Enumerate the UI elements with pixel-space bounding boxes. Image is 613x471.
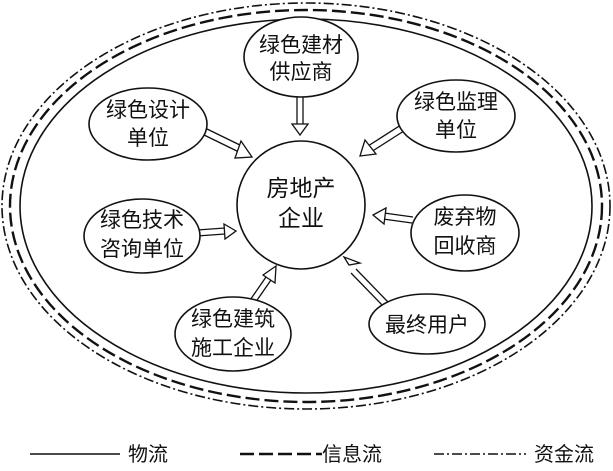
- node-construction: 绿色建筑 施工企业: [174, 296, 292, 372]
- arrow-recycling-to-center: [371, 206, 414, 226]
- node-recycling-line2: 回收商: [434, 234, 497, 258]
- center-node: 房地产 企业: [236, 140, 366, 270]
- node-construction-line1: 绿色建筑: [191, 307, 275, 331]
- node-design: 绿色设计 单位: [88, 87, 208, 161]
- node-supervision: 绿色监理 单位: [396, 79, 516, 153]
- node-supervision-line1: 绿色监理: [414, 90, 498, 114]
- center-label-line1: 房地产: [267, 176, 336, 202]
- legend: 物流 信息流 资金流: [30, 442, 594, 466]
- outer-boundary-dashdot: [1, 2, 611, 410]
- node-supplier-line1: 绿色建材: [259, 33, 343, 57]
- legend-label-logistics: 物流: [128, 442, 168, 466]
- arrow-consulting-to-center: [196, 222, 238, 241]
- node-design-line1: 绿色设计: [106, 98, 190, 122]
- node-consulting: 绿色技术 咨询单位: [83, 198, 201, 274]
- center-label-line2: 企业: [278, 206, 324, 232]
- arrows: [196, 95, 414, 307]
- arrow-supplier-to-center: [290, 95, 310, 137]
- node-construction-line2: 施工企业: [191, 336, 275, 360]
- legend-item-capital: 资金流: [434, 442, 594, 466]
- outer-boundary-dashed: [8, 8, 604, 404]
- legend-item-information: 信息流: [240, 442, 382, 466]
- node-recycling: 废弃物 回收商: [410, 194, 520, 272]
- node-recycling-line1: 废弃物: [434, 205, 497, 229]
- legend-label-information: 信息流: [322, 442, 382, 466]
- node-supervision-line2: 单位: [435, 118, 477, 142]
- node-enduser: 最终用户: [368, 293, 486, 355]
- arrow-supervision-to-center: [359, 122, 408, 157]
- node-consulting-line2: 咨询单位: [100, 237, 184, 261]
- node-enduser-line1: 最终用户: [385, 313, 469, 337]
- arrow-enduser-to-center: [342, 255, 389, 307]
- node-consulting-line1: 绿色技术: [100, 208, 184, 232]
- legend-label-capital: 资金流: [534, 442, 594, 466]
- arrow-design-to-center: [201, 127, 254, 159]
- node-supplier-line2: 供应商: [270, 60, 333, 84]
- legend-item-logistics: 物流: [30, 442, 168, 466]
- node-design-line2: 单位: [127, 126, 169, 150]
- node-supplier: 绿色建材 供应商: [243, 16, 359, 98]
